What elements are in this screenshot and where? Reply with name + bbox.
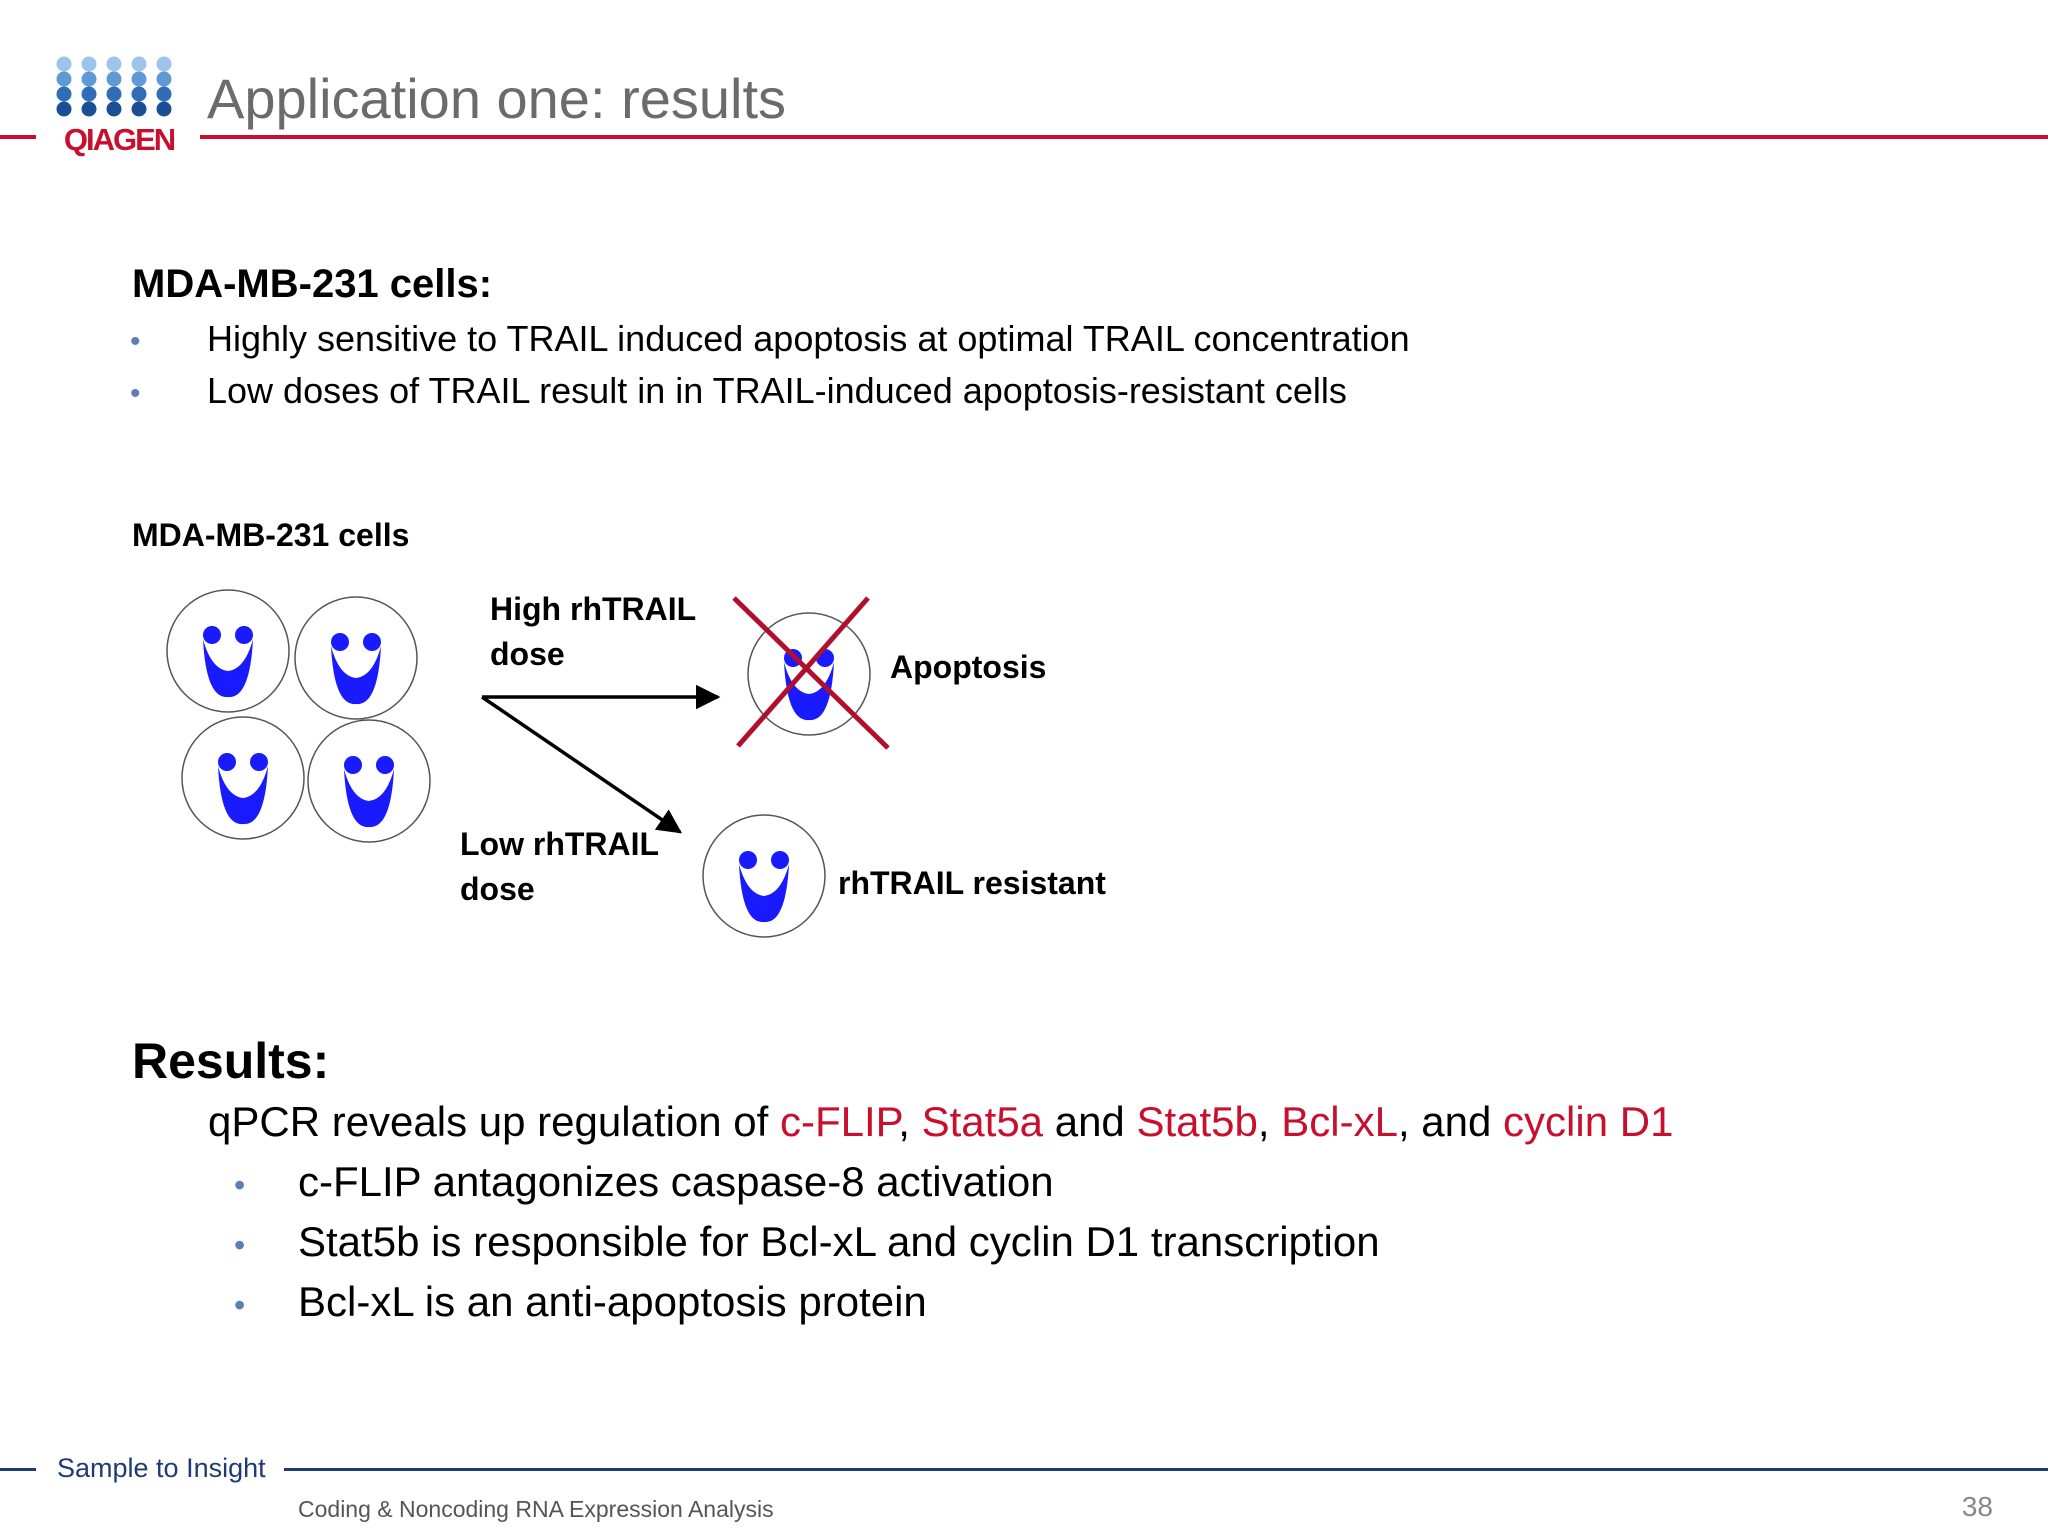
logo-dot	[106, 101, 122, 117]
result-bullet-text: Stat5b is responsible for Bcl-xL and cyc…	[298, 1218, 1380, 1265]
logo-dot	[156, 101, 172, 117]
title-rule-left	[0, 135, 36, 139]
cell-face-icon	[294, 596, 418, 720]
logo-dot	[81, 86, 97, 102]
separator: and	[1043, 1098, 1137, 1145]
low-dose-label-line2: dose	[460, 871, 535, 907]
logo-dot	[56, 86, 72, 102]
result-bullet-text: Bcl-xL is an anti-apoptosis protein	[298, 1278, 927, 1325]
footer-rule-left	[0, 1468, 36, 1471]
low-dose-label-line1: Low rhTRAIL	[460, 826, 659, 862]
bullet-item: • Low doses of TRAIL result in in TRAIL-i…	[130, 370, 1347, 412]
result-bullet-item: • c-FLIP antagonizes caspase-8 activation	[234, 1158, 1054, 1206]
cell-face-icon	[166, 589, 290, 713]
bullet-dot-icon: •	[234, 1167, 246, 1203]
logo-dot	[81, 71, 97, 87]
logo-dot	[131, 56, 147, 72]
results-prefix: qPCR reveals up regulation of	[208, 1098, 780, 1145]
gene-cflip: c-FLIP	[779, 1098, 899, 1145]
section-heading-cells: MDA-MB-231 cells:	[132, 262, 493, 306]
bullet-text: Low doses of TRAIL result in in TRAIL-in…	[207, 370, 1347, 411]
logo-dot	[106, 86, 122, 102]
results-summary: qPCR reveals up regulation of c-FLIP, St…	[208, 1098, 1673, 1146]
footer-subtitle: Coding & Noncoding RNA Expression Analys…	[298, 1496, 774, 1522]
trail-dose-diagram: MDA-MB-231 cells High rhTRAIL dose Apopt…	[132, 517, 1106, 938]
logo-dot	[106, 71, 122, 87]
separator: ,	[898, 1098, 922, 1145]
cell-face-icon	[307, 719, 431, 843]
resistant-cell-face-icon	[702, 814, 826, 938]
logo-dot	[81, 101, 97, 117]
logo-dot	[156, 56, 172, 72]
separator: ,	[1257, 1098, 1282, 1145]
logo-dot	[131, 101, 147, 117]
apoptosis-cross-icon	[732, 596, 890, 750]
result-bullet-item: • Bcl-xL is an anti-apoptosis protein	[234, 1278, 927, 1326]
low-dose-arrow	[481, 695, 683, 834]
footer-tagline: Sample to Insight	[57, 1453, 266, 1483]
apoptosis-label: Apoptosis	[890, 649, 1046, 685]
logo-dot	[156, 86, 172, 102]
logo-dot	[56, 71, 72, 87]
separator: , and	[1397, 1098, 1504, 1145]
page-title: Application one: results	[207, 67, 787, 130]
page-number: 38	[1961, 1491, 1993, 1522]
gene-bclxl: Bcl-xL	[1281, 1098, 1398, 1145]
result-bullet-text: c-FLIP antagonizes caspase-8 activation	[298, 1158, 1054, 1205]
results-heading: Results:	[132, 1033, 330, 1089]
bullet-dot-icon: •	[130, 325, 141, 358]
logo-dot	[56, 56, 72, 72]
gene-stat5b: Stat5b	[1136, 1098, 1258, 1145]
bullet-dot-icon: •	[130, 377, 141, 410]
gene-stat5a: Stat5a	[921, 1098, 1044, 1145]
logo-dot	[156, 71, 172, 87]
logo-text: QIAGEN	[63, 122, 176, 157]
logo-dot	[131, 71, 147, 87]
result-bullet-item: • Stat5b is responsible for Bcl-xL and cy…	[234, 1218, 1380, 1266]
diagram-cells-label: MDA-MB-231 cells	[132, 517, 409, 553]
high-dose-label-line1: High rhTRAIL	[490, 591, 696, 627]
bullet-item: • Highly sensitive to TRAIL induced apopt…	[130, 318, 1410, 360]
logo-dot	[81, 56, 97, 72]
bullet-text: Highly sensitive to TRAIL induced apopto…	[207, 318, 1410, 359]
footer-rule	[284, 1468, 2048, 1471]
logo-dot	[56, 101, 72, 117]
qiagen-logo	[56, 56, 172, 117]
gene-cyclin-d1: cyclin D1	[1503, 1098, 1674, 1145]
title-rule	[200, 135, 2048, 139]
high-dose-label-line2: dose	[490, 636, 565, 672]
logo-dot	[131, 86, 147, 102]
cell-face-icon	[181, 716, 305, 840]
bullet-dot-icon: •	[234, 1287, 246, 1323]
bullet-dot-icon: •	[234, 1227, 246, 1263]
logo-dot	[106, 56, 122, 72]
resistant-label: rhTRAIL resistant	[838, 865, 1106, 901]
